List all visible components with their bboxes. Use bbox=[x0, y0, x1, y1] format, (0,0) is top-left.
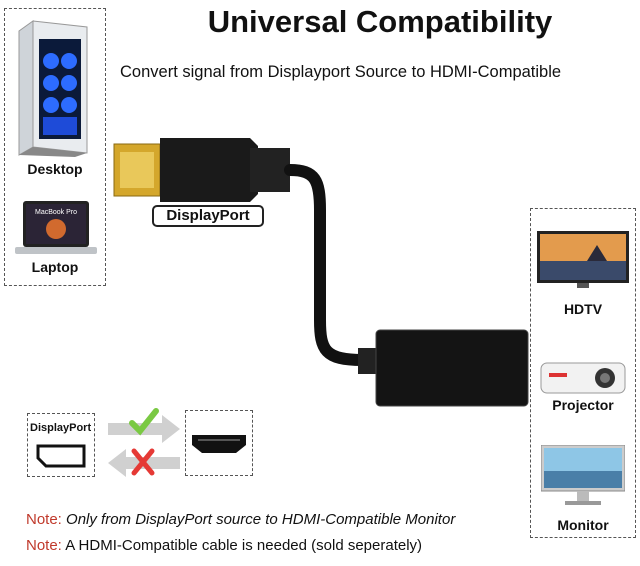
laptop-icon: MacBook Pro bbox=[15, 201, 97, 254]
page-title: Universal Compatibility bbox=[207, 4, 553, 39]
note-2: Note: A HDMI-Compatible cable is needed … bbox=[26, 537, 422, 554]
hdmi-port-icon bbox=[192, 435, 246, 453]
note-1-text: Only from DisplayPort source to HDMI-Com… bbox=[66, 511, 456, 528]
laptop-label: Laptop bbox=[31, 259, 79, 275]
displayport-port-icon bbox=[36, 444, 86, 468]
hdmi-output-box bbox=[185, 410, 253, 476]
output-devices-box: HDTV Projector Monitor bbox=[530, 208, 636, 538]
cross-icon bbox=[131, 448, 155, 476]
note-1-prefix: Note: bbox=[26, 511, 62, 528]
desktop-tower-icon bbox=[18, 20, 88, 157]
page-subtitle: Convert signal from Displayport Source t… bbox=[120, 63, 562, 81]
displayport-source-box: DisplayPort bbox=[27, 413, 95, 477]
projector-label: Projector bbox=[552, 397, 614, 413]
hdtv-icon bbox=[537, 231, 629, 288]
hdtv-label: HDTV bbox=[563, 301, 603, 317]
monitor-icon bbox=[541, 445, 625, 505]
cable-displayport-label: DisplayPort bbox=[152, 205, 264, 227]
desktop-label: Desktop bbox=[27, 161, 83, 177]
projector-icon bbox=[540, 362, 626, 394]
note-2-text: A HDMI-Compatible cable is needed (sold … bbox=[65, 537, 423, 554]
adapter-cable-illustration bbox=[113, 138, 529, 407]
note-1: Note: Only from DisplayPort source to HD… bbox=[26, 511, 455, 528]
source-devices-box: Desktop MacBook Pro Laptop bbox=[4, 8, 106, 286]
monitor-label: Monitor bbox=[557, 517, 609, 533]
diagram-displayport-label: DisplayPort bbox=[30, 422, 92, 434]
note-2-prefix: Note: bbox=[26, 537, 62, 554]
laptop-screen-text: MacBook Pro bbox=[35, 209, 77, 216]
check-icon bbox=[129, 408, 159, 436]
compatibility-arrows bbox=[108, 408, 180, 477]
